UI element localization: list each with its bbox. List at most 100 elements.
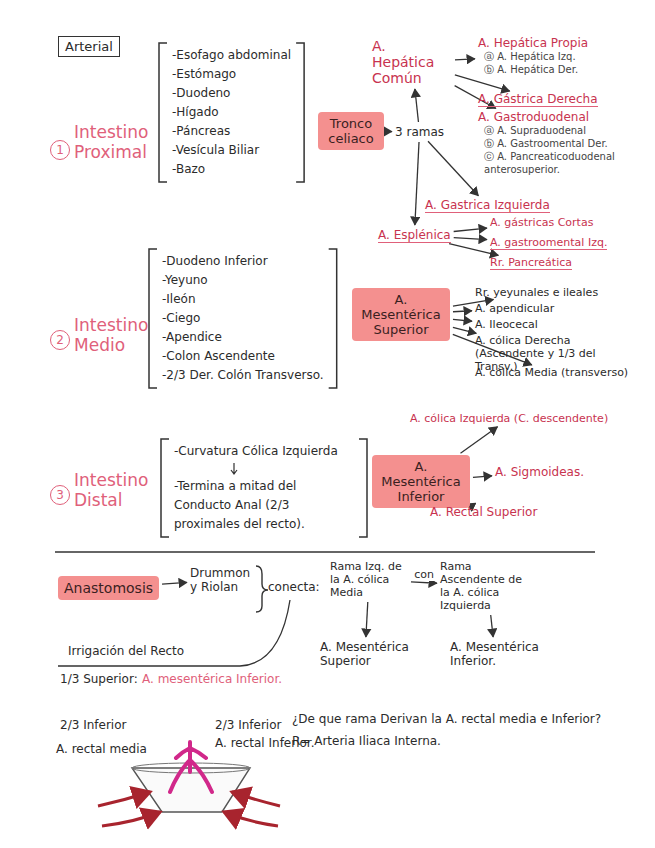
branch-count: 3 ramas xyxy=(395,125,444,139)
connector-arrow xyxy=(453,319,472,321)
connector-arrow xyxy=(455,75,510,91)
note-text: 1/3 Superior: xyxy=(60,672,138,686)
edge-label: con xyxy=(412,568,436,581)
artery-name: A. Sigmoideas. xyxy=(495,465,584,479)
node-subtext: ⓑ A. Hepática Der. xyxy=(478,63,588,76)
node-text: -Duodeno Inferior xyxy=(162,252,324,271)
connector-arrow xyxy=(473,476,492,478)
node-subtext: -2/3 Der. Colón Transverso. xyxy=(162,366,324,385)
node-subtext: -Bazo xyxy=(172,160,291,179)
node-text: Rr. yeyunales e ileales xyxy=(475,286,598,299)
callout-number: 2 xyxy=(50,330,70,350)
artery-name: Rr. Pancreática xyxy=(490,256,572,270)
connector-arrow xyxy=(455,58,475,60)
connector-arrow xyxy=(453,311,472,312)
callout-number: 1 xyxy=(50,140,70,160)
answer-text: R= Arteria Iliaca Interna. xyxy=(292,734,441,748)
organ-list: -Curvatura Cólica Izquierda -Termina a mi… xyxy=(160,438,368,538)
artery-name: A. Mesentérica Inferior. xyxy=(450,640,540,668)
connector-arrow xyxy=(162,582,187,584)
node-subtext: ⓐ A. Supraduodenal xyxy=(478,124,638,137)
node-text: Rama Izq. de la A. cólica Media xyxy=(330,560,408,599)
node-text: A. Sigmoideas. xyxy=(495,465,584,479)
connector-arrow xyxy=(454,238,487,240)
node-subtext: ⓒ A. Pancreaticoduodenal anterosuperior. xyxy=(478,150,638,176)
node-text: A. Esplénica xyxy=(378,228,451,242)
note-text: A. rectal media xyxy=(56,742,118,756)
artery-name: Drummon y Riolan xyxy=(190,566,254,594)
node-subtext: -Ciego xyxy=(162,309,324,328)
artery-name: A. gástricas Cortas xyxy=(490,216,593,229)
rectum-drawing xyxy=(98,742,280,826)
highlight-box: A. Mesentérica Superior xyxy=(352,288,450,341)
node-subtext: -Estómago xyxy=(172,65,291,84)
node-text: A. gastroomental Izq. xyxy=(490,236,607,249)
organ-list: -Duodeno Inferior-Yeyuno-Ileón-Ciego-Ape… xyxy=(148,248,338,389)
node-text: Arterial xyxy=(65,39,113,54)
section-title: Intestino Proximal xyxy=(74,122,156,162)
artery-name: Rama Izq. de la A. cólica Media xyxy=(330,560,408,599)
artery-name: A. Gástrica Derecha xyxy=(478,92,598,107)
node-text: A. Rectal Superior xyxy=(430,505,537,519)
artery-name: A. Hepática Común xyxy=(372,38,452,86)
node-text: -Esofago abdominal xyxy=(172,46,291,65)
node-text: A. Gastrica Izquierda xyxy=(425,198,550,212)
node-text: Rama Ascendente de la A. cólica Izquierd… xyxy=(440,560,535,612)
section-title: Irrigación del Recto xyxy=(68,644,184,658)
artery-name: A. Mesentérica Superior xyxy=(320,640,410,668)
connector-arrow xyxy=(366,602,368,637)
artery-name: Rr. yeyunales e ileales xyxy=(475,286,598,299)
node-text: A. Hepática Propia xyxy=(478,36,588,50)
node-text: A. Gástrica Derecha xyxy=(478,92,598,106)
connector-arrow xyxy=(453,327,476,333)
highlight-box: A. Mesentérica Inferior xyxy=(372,455,470,508)
frame-box: Arterial xyxy=(58,36,120,57)
connector-arrow xyxy=(387,131,392,132)
artery-name: A. Ileocecal xyxy=(475,318,538,331)
connector-arrow xyxy=(415,142,419,225)
brace xyxy=(256,566,268,612)
node-text: Rr. Pancreática xyxy=(490,256,572,269)
callout-number: 3 xyxy=(50,485,70,505)
connector-arrow xyxy=(415,89,419,122)
node-subtext: ⓐ A. Hepática Izq. xyxy=(478,50,588,63)
node-text: -Curvatura Cólica Izquierda xyxy=(174,442,354,461)
artery-name: A. Esplénica xyxy=(378,228,451,243)
section-title: Intestino Distal xyxy=(74,470,152,510)
note-text: 2/3 Inferior xyxy=(60,718,126,732)
node-text: A. Hepática Común xyxy=(372,38,452,86)
highlight-box: Anastomosis xyxy=(58,576,159,600)
note-text: conecta: xyxy=(268,580,320,594)
highlight-box: Tronco celiaco xyxy=(318,112,384,150)
node-subtext: -Ileón xyxy=(162,290,324,309)
connector-arrow xyxy=(428,141,478,196)
node-subtext: -Termina a mitad del Conducto Anal (2/3 … xyxy=(174,477,354,534)
node-subtext: -Colon Ascendente xyxy=(162,347,324,366)
node-text: A. gástricas Cortas xyxy=(490,216,593,229)
question-text: ¿De que rama Derivan la A. rectal media … xyxy=(292,712,601,726)
node-text: A. Gastroduodenal xyxy=(478,110,638,124)
connector-arrow xyxy=(491,615,493,637)
artery-name: A. cólica Izquierda (C. descendente) xyxy=(410,412,608,425)
artery-name: A. Hepática Propiaⓐ A. Hepática Izq.ⓑ A.… xyxy=(478,36,588,76)
node-text: 3 ramas xyxy=(395,125,444,139)
connector-arrow xyxy=(460,427,497,454)
node-subtext: -Hígado xyxy=(172,103,291,122)
note-text: 2/3 Inferior xyxy=(215,718,281,732)
artery-name: A. cólica Media (transverso) xyxy=(475,366,628,379)
node-text: A. Mesentérica Superior xyxy=(358,292,444,337)
section-curve xyxy=(58,600,290,666)
organ-list: -Esofago abdominal-Estómago-Duodeno-Híga… xyxy=(158,42,305,183)
node-text: A. Mesentérica Inferior xyxy=(378,459,464,504)
note-text: A. rectal Inferior. xyxy=(215,736,287,750)
node-text: A. Mesentérica Superior xyxy=(320,640,410,668)
connector-arrow xyxy=(454,228,487,231)
artery-name: A. apendicular xyxy=(475,302,554,315)
artery-name: A. Rectal Superior xyxy=(430,505,537,519)
node-subtext: -Yeyuno xyxy=(162,271,324,290)
artery-name: A. gastroomental Izq. xyxy=(490,236,607,250)
node-text: Tronco celiaco xyxy=(324,116,378,146)
section-title: Intestino Medio xyxy=(74,315,152,355)
note-text: A. mesentérica Inferior. xyxy=(142,672,282,686)
separator-line xyxy=(55,551,595,553)
